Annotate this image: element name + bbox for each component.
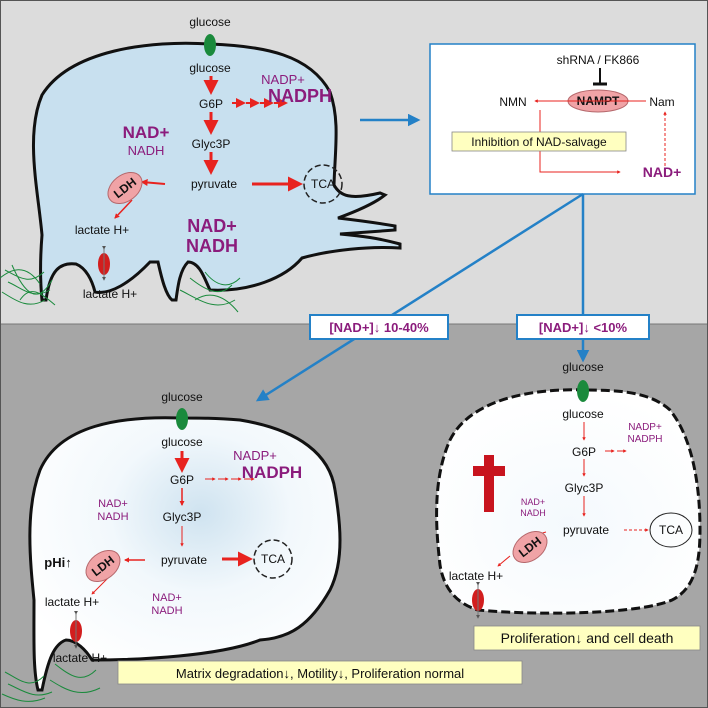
- left-glucose-in: glucose: [161, 435, 203, 449]
- top-lactate-in: lactate H+: [75, 223, 129, 237]
- left-outcome-text: Matrix degradation↓, Motility↓, Prolifer…: [176, 666, 464, 681]
- left-tca-cycle: [253, 539, 293, 579]
- left-lactate-arrow: [91, 577, 109, 595]
- right-nadh: NADH: [520, 508, 546, 518]
- to-moderate-arrow: [255, 192, 584, 402]
- left-ldh-enzyme: [85, 549, 121, 583]
- top-glucose-in: glucose: [189, 61, 231, 75]
- left-glucose-transporter: [176, 408, 188, 430]
- left-nadph: NADPH: [242, 463, 302, 482]
- top-cell: glucose glucose G6P Glyc3P pyruvate TCA …: [0, 15, 402, 313]
- left-cell: glucose glucose G6P Glyc3P pyruvate TCA …: [1, 390, 342, 702]
- top-pyruvate: pyruvate: [191, 177, 237, 191]
- severe-label-box: [516, 314, 650, 340]
- right-g6p: G6P: [572, 445, 596, 459]
- inhibition-label-box: [451, 131, 627, 152]
- nmn-label: NMN: [499, 95, 526, 109]
- top-nadph: NADPH: [268, 86, 332, 106]
- top-g6p: G6P: [199, 97, 223, 111]
- left-extracellular-matrix: [1, 663, 101, 702]
- top-glyc3p: Glyc3P: [192, 137, 231, 151]
- moderate-label-box: [309, 314, 449, 340]
- right-nadph: NADPH: [627, 434, 662, 445]
- left-nad-plus-1: NAD+: [98, 498, 128, 510]
- top-ldh-enzyme: [107, 171, 143, 205]
- top-nadh-1: NADH: [128, 143, 165, 158]
- right-cell-membrane: [435, 388, 702, 615]
- right-glucose-in: glucose: [562, 407, 604, 421]
- nam-label: Nam: [649, 95, 674, 109]
- right-glucose-out: glucose: [562, 360, 604, 374]
- right-glucose-transporter: [577, 380, 589, 402]
- right-ldh-enzyme: [512, 530, 548, 564]
- death-cross-horizontal: [473, 466, 505, 476]
- nmn-to-nad-path: [539, 110, 621, 174]
- top-glucose-transporter: [204, 34, 216, 56]
- left-pyruvate: pyruvate: [161, 553, 207, 567]
- left-nad-plus-2: NAD+: [152, 592, 182, 604]
- top-tca-label: TCA: [311, 177, 335, 191]
- salvage-box-frame: [429, 43, 696, 195]
- right-lactate-in: lactate H+: [449, 569, 503, 583]
- left-glucose-out: glucose: [161, 390, 203, 404]
- left-nadh-1: NADH: [97, 511, 128, 523]
- right-cell: glucose glucose G6P Glyc3P pyruvate TCA …: [435, 360, 702, 619]
- left-tca-label: TCA: [261, 552, 285, 566]
- right-outcome-text: Proliferation↓ and cell death: [501, 630, 674, 646]
- left-cell-membrane: [28, 416, 342, 692]
- inhibition-label: Inhibition of NAD-salvage: [471, 135, 607, 149]
- salvage-box: shRNA / FK866 NAMPT NMN Nam Inhibition o…: [429, 43, 696, 195]
- right-nad-plus: NAD+: [521, 497, 545, 507]
- salvage-nad-plus: NAD+: [643, 164, 682, 180]
- right-nadp-plus: NADP+: [628, 422, 662, 433]
- right-tca-cycle: [649, 512, 693, 548]
- top-glucose-out: glucose: [189, 15, 231, 29]
- top-nad-plus-2: NAD+: [187, 216, 237, 236]
- top-nad-plus-1: NAD+: [123, 123, 170, 142]
- right-pathway-arrows: [582, 422, 649, 532]
- top-extracellular-matrix: [0, 264, 241, 313]
- left-lactate-in: lactate H+: [45, 595, 99, 609]
- top-ldh-arrow: [140, 178, 166, 186]
- death-cross-vertical: [484, 455, 494, 512]
- left-lactate-out: lactate H+: [53, 651, 107, 665]
- left-nadh-2: NADH: [151, 605, 182, 617]
- top-tca-cycle: [303, 164, 343, 204]
- top-lactate-arrow: [114, 199, 133, 219]
- right-tca-label: TCA: [659, 523, 683, 537]
- inhibitor-label: shRNA / FK866: [557, 53, 640, 67]
- left-phi: pHi↑: [44, 555, 71, 570]
- left-nadp-plus: NADP+: [233, 448, 277, 463]
- top-lactate-out: lactate H+: [83, 287, 137, 301]
- severe-label: [NAD+]↓ <10%: [539, 320, 628, 335]
- left-outcome-box: [117, 660, 523, 685]
- left-g6p: G6P: [170, 473, 194, 487]
- left-glyc3p: Glyc3P: [163, 510, 202, 524]
- right-outcome-box: [473, 625, 701, 651]
- right-pyruvate: pyruvate: [563, 523, 609, 537]
- top-nadh-2: NADH: [186, 236, 238, 256]
- left-pathway-arrows: [174, 451, 253, 567]
- top-pathway-arrows: [203, 76, 303, 192]
- right-lactate-arrow: [497, 555, 511, 567]
- right-glyc3p: Glyc3P: [565, 481, 604, 495]
- moderate-label: [NAD+]↓ 10-40%: [329, 320, 429, 335]
- top-nadp-plus: NADP+: [261, 72, 305, 87]
